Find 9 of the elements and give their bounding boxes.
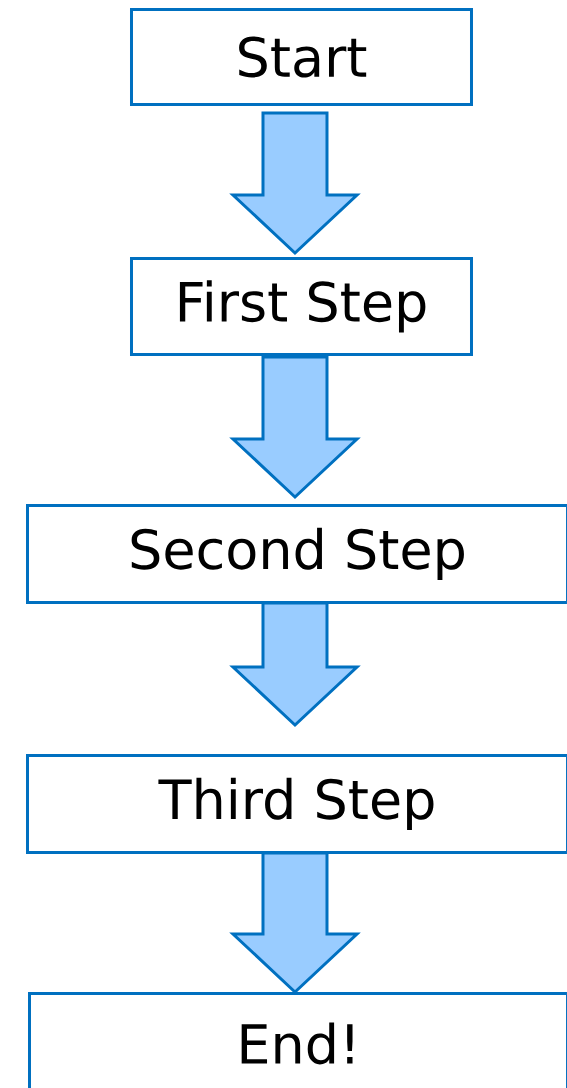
block-arrow (229, 851, 361, 995)
process-box: Second Step (26, 504, 567, 604)
process-box: Start (130, 8, 473, 106)
block-arrow (229, 601, 361, 728)
block-arrow (229, 111, 361, 256)
process-box: Third Step (26, 754, 567, 854)
block-arrow (229, 355, 361, 500)
process-box: End! (28, 992, 567, 1088)
process-box: First Step (130, 257, 473, 356)
